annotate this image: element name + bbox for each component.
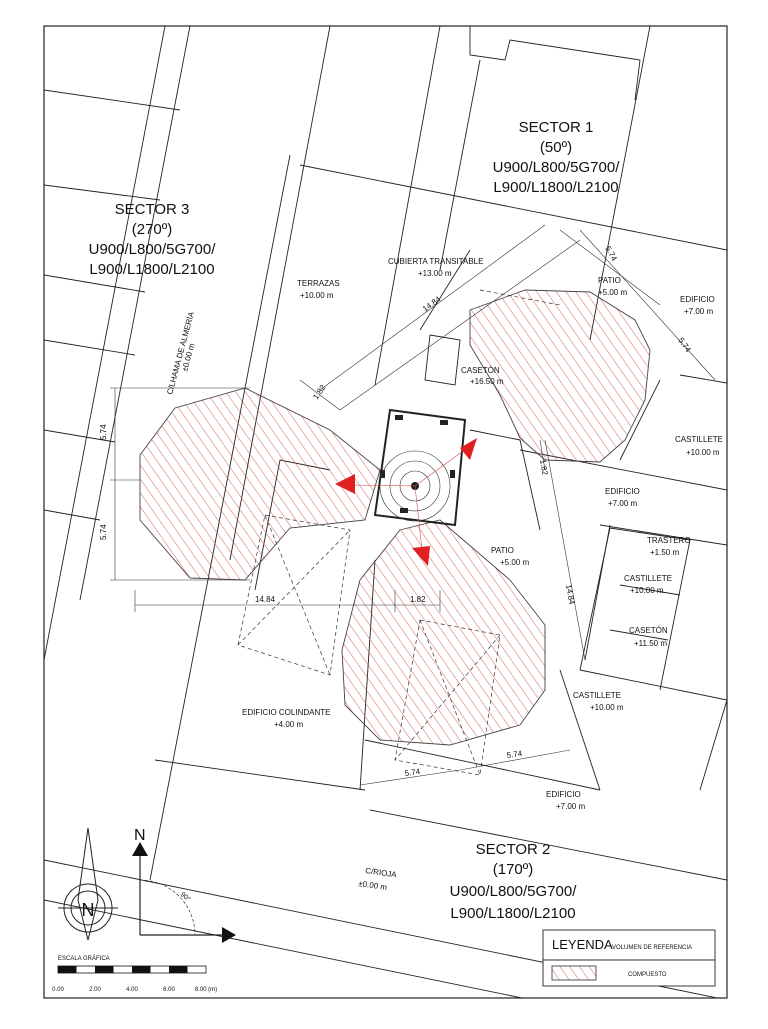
castillete-low-height: +10.00 m [590, 703, 624, 712]
dim-182-top: 1.82 [311, 383, 328, 401]
dim-574-bottom-right: 5.74 [506, 749, 523, 760]
cubierta-height: +13.00 m [418, 269, 452, 278]
dim-182-bottom: 1.82 [410, 595, 426, 604]
edificio-bottom-name: EDIFICIO [546, 790, 581, 799]
sector1-azimuth: (50º) [540, 139, 572, 156]
east-axis-arrow-icon [222, 927, 236, 943]
scale-tick-4: 4.00 [126, 987, 138, 993]
scale-title: ESCALA GRÁFICA [58, 955, 110, 962]
north-axis-arrow-icon [132, 842, 148, 856]
dim-574-right: 5.74 [676, 336, 693, 354]
dimension-lines [110, 224, 716, 786]
legend-item-label: COMPUESTO [628, 972, 667, 978]
legend-title: LEYENDA [552, 937, 613, 952]
scale-tick-6: 6.00 [163, 987, 175, 993]
sector2-name: SECTOR 2 [476, 841, 551, 858]
dim-182-right: 1.82 [538, 459, 550, 476]
angle-label: 90° [179, 890, 192, 903]
caseton-right-height: +11.50 m [634, 639, 667, 648]
dim-1484-right: 14.84 [564, 584, 576, 606]
north-letter-big: N [82, 900, 95, 920]
sector-labels: SECTOR 1 (50º) U900/L800/5G700/ L900/L18… [89, 119, 621, 922]
sector-arrows [335, 438, 477, 566]
castillete-mid-height: +10.00 m [630, 586, 664, 595]
legend-swatch [551, 965, 597, 981]
hatched-zone-sector2 [341, 519, 546, 746]
scale-tick-8: 8.00 (m) [195, 987, 217, 993]
dim-574-bottom-left: 5.74 [404, 767, 421, 778]
north-arrow: N [58, 827, 118, 941]
antenna-site [373, 408, 467, 527]
edificio-mid-name: EDIFICIO [605, 487, 640, 496]
scale-bar: ESCALA GRÁFICA 0.00 2.00 4.00 6.00 8.00 … [52, 955, 217, 993]
edificio-colindante-name: EDIFICIO COLINDANTE [242, 708, 330, 717]
dim-1484-bottom: 14.84 [255, 595, 276, 604]
edificio-right-height: +7.00 m [684, 307, 713, 316]
sector3-bands-2: L900/L1800/L2100 [89, 261, 214, 278]
sector3-arrow-icon [335, 474, 355, 494]
castillete-mid-name: CASTILLETE [624, 574, 672, 583]
edificio-mid-height: +7.00 m [608, 499, 637, 508]
sheet-frame [43, 25, 728, 999]
terrazas-height: +10.00 m [300, 291, 334, 300]
dim-574-left-top: 5.74 [99, 424, 108, 440]
sector1-arrow-icon [460, 438, 477, 460]
edificio-bottom-height: +7.00 m [556, 802, 585, 811]
scale-tick-0: 0.00 [52, 987, 64, 993]
hatched-zones [139, 289, 651, 746]
sector2-azimuth: (170º) [493, 861, 534, 878]
legend-subtitle: VOLUMEN DE REFERENCIA [612, 945, 692, 951]
sector2-bands-2: L900/L1800/L2100 [450, 905, 575, 922]
patio-center-height: +5.00 m [500, 558, 529, 567]
sector3-azimuth: (270º) [132, 221, 173, 238]
cubierta-name: CUBIERTA TRANSITABLE [388, 257, 483, 266]
caseton-center-height: +16.50 m [470, 377, 504, 386]
hatched-zone-sector1 [469, 289, 651, 463]
edificio-right-name: EDIFICIO [680, 295, 715, 304]
trastero-height: +1.50 m [650, 548, 679, 557]
sector1-name: SECTOR 1 [519, 119, 594, 136]
caseton-center-name: CASETÓN [461, 366, 500, 375]
legend: LEYENDA VOLUMEN DE REFERENCIA COMPUESTO [542, 929, 716, 987]
castillete-right-name: CASTILLETE [675, 435, 723, 444]
scale-tick-2: 2.00 [89, 987, 101, 993]
dim-574-left-bottom: 5.74 [99, 524, 108, 540]
sector1-bands-2: L900/L1800/L2100 [493, 179, 618, 196]
sector2-bands-1: U900/L800/5G700/ [450, 883, 578, 900]
trastero-name: TRASTERO [647, 536, 691, 545]
patio-top-height: +5.00 m [598, 288, 627, 297]
castillete-right-height: +10.00 m [686, 448, 720, 457]
c-rioja-height: ±0.00 m [358, 879, 388, 892]
sector2-arrow-icon [412, 546, 430, 566]
sector3-bands-1: U900/L800/5G700/ [89, 241, 217, 258]
patio-center-name: PATIO [491, 546, 514, 555]
hatched-zone-sector3 [139, 387, 381, 581]
sector3-name: SECTOR 3 [115, 201, 190, 218]
edificio-colindante-height: +4.00 m [274, 720, 303, 729]
c-rioja-name: C/RIOJA [365, 866, 398, 879]
patio-top-name: PATIO [598, 276, 621, 285]
north-letter-small: N [134, 827, 146, 844]
sector1-bands-1: U900/L800/5G700/ [493, 159, 621, 176]
terrazas-name: TERRAZAS [297, 279, 340, 288]
caseton-right-name: CASETÓN [629, 626, 668, 635]
castillete-low-name: CASTILLETE [573, 691, 621, 700]
orientation-axes: N 90° [132, 827, 236, 943]
